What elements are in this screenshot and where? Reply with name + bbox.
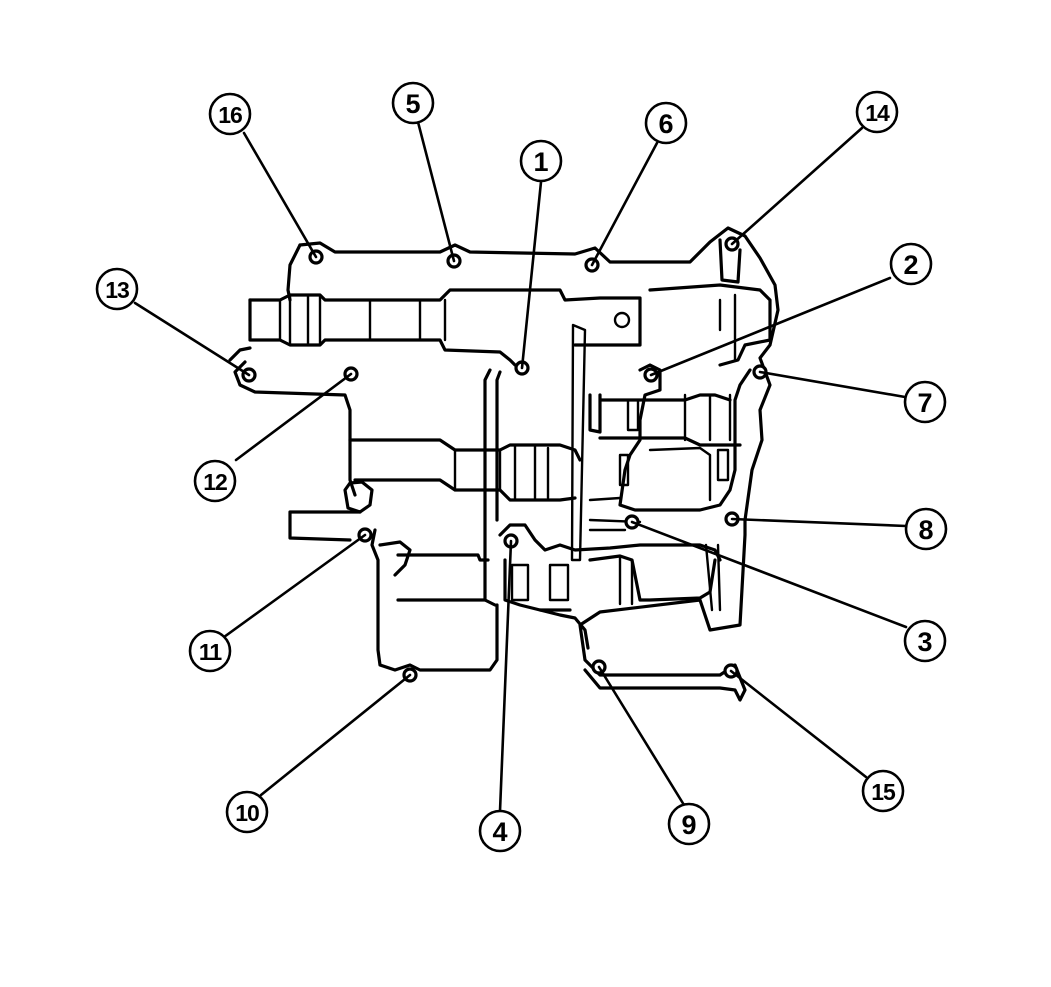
- callout-14: 14: [855, 90, 899, 134]
- callout-label: 7: [917, 388, 932, 418]
- callout-label: 9: [681, 810, 696, 840]
- callout-15: 15: [861, 769, 905, 813]
- callout-label: 10: [235, 800, 259, 826]
- callout-7: 7: [903, 380, 947, 424]
- callout-11: 11: [188, 629, 232, 673]
- callout-label: 3: [917, 627, 932, 657]
- callout-4: 4: [478, 809, 522, 853]
- callout-label: 4: [492, 817, 507, 847]
- callout-label: 1: [533, 147, 548, 177]
- callout-label: 15: [871, 779, 896, 805]
- callout-6: 6: [644, 101, 688, 145]
- valve-body-outline: [228, 226, 780, 702]
- callout-label: 14: [865, 100, 890, 126]
- callout-label: 16: [218, 102, 242, 128]
- bolt-holes: [241, 236, 768, 683]
- callout-2: 2: [889, 242, 933, 286]
- callout-13: 13: [95, 267, 139, 311]
- callout-label: 13: [105, 277, 129, 303]
- callout-16: 16: [208, 92, 252, 136]
- callout-3: 3: [903, 619, 947, 663]
- callout-1: 1: [519, 139, 563, 183]
- callouts: 1 2 3 4 5 6 7 8: [95, 81, 948, 853]
- callout-label: 2: [903, 250, 918, 280]
- callout-9: 9: [667, 802, 711, 846]
- leader-lines: [133, 120, 908, 813]
- callout-8: 8: [904, 507, 948, 551]
- callout-label: 5: [405, 89, 420, 119]
- callout-label: 6: [658, 109, 673, 139]
- callout-5: 5: [391, 81, 435, 125]
- callout-label: 11: [199, 639, 223, 665]
- valve-body-middle: [288, 323, 752, 607]
- callout-label: 12: [203, 469, 227, 495]
- callout-12: 12: [193, 459, 237, 503]
- callout-label: 8: [918, 515, 933, 545]
- callout-10: 10: [225, 790, 269, 834]
- valve-body-lower: [370, 523, 722, 672]
